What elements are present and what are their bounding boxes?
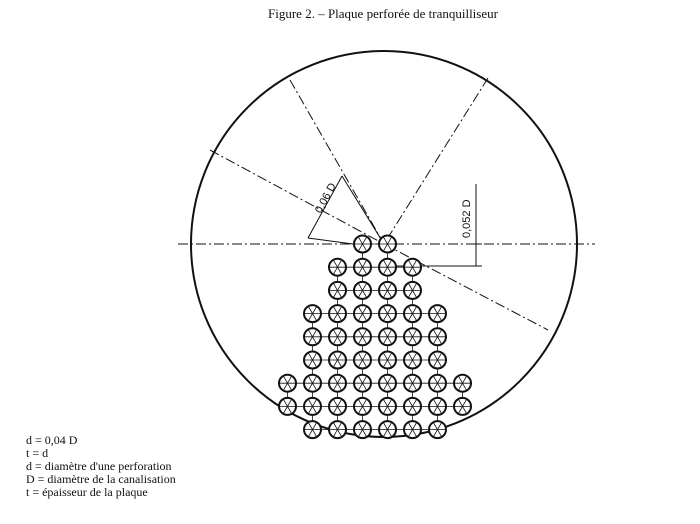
perforation-hole: [428, 420, 447, 440]
perforation-hole: [353, 396, 372, 416]
perforation-hole: [403, 396, 422, 416]
perforation-hole: [328, 327, 347, 347]
perforation-hole: [303, 350, 322, 370]
perforation-hole: [303, 304, 322, 324]
perforation-hole: [403, 350, 422, 370]
perforation-hole: [303, 373, 322, 393]
perforation-hole: [403, 280, 422, 300]
perforation-hole: [428, 327, 447, 347]
perforation-hole: [403, 373, 422, 393]
perforation-hole: [378, 396, 397, 416]
figure-caption: Figure 2. – Plaque perforée de tranquill…: [268, 6, 498, 21]
radial-line-upper-left: [209, 149, 385, 245]
radial-extension-line-b: [341, 175, 385, 245]
legend-line: D = diamètre de la canalisation: [26, 472, 176, 486]
perforation-hole: [403, 304, 422, 324]
perforation-hole: [378, 234, 397, 254]
perforation-hole: [453, 373, 472, 393]
perforation-hole: [353, 304, 372, 324]
perforation-hole: [328, 396, 347, 416]
perforation-hole: [428, 373, 447, 393]
perforation-hole: [353, 373, 372, 393]
perforation-hole: [453, 396, 472, 416]
perforation-hole: [353, 234, 372, 254]
perforation-hole: [278, 396, 297, 416]
radial-line-lower-right: [383, 243, 549, 331]
perforation-hole: [378, 350, 397, 370]
perforation-hole: [278, 373, 297, 393]
perforation-hole: [328, 350, 347, 370]
legend-line: t = d: [26, 446, 49, 460]
perforation-hole: [428, 304, 447, 324]
radial-dimension-line: [307, 175, 343, 239]
legend-line: d = 0,04 D: [26, 433, 78, 447]
radial-line-upper-right: [383, 77, 489, 245]
vertical-dimension-label: 0,052 D: [461, 199, 473, 238]
legend-line: d = diamètre d'une perforation: [26, 459, 172, 473]
perforation-hole: [303, 420, 322, 440]
perforation-hole: [353, 280, 372, 300]
perforation-hole: [328, 373, 347, 393]
radial-line-upper-left-steep: [289, 79, 385, 245]
perforation-hole: [378, 280, 397, 300]
perforation-hole: [303, 396, 322, 416]
perforation-hole: [353, 420, 372, 440]
perforation-hole: [378, 420, 397, 440]
perforation-hole: [378, 304, 397, 324]
perforation-hole: [403, 257, 422, 277]
perforation-pattern: [278, 234, 472, 440]
perforation-hole: [353, 327, 372, 347]
perforation-hole: [353, 257, 372, 277]
perforation-hole: [403, 327, 422, 347]
perforation-hole: [378, 327, 397, 347]
legend-line: t = épaisseur de la plaque: [26, 485, 148, 499]
perforation-hole: [353, 350, 372, 370]
perforation-hole: [328, 304, 347, 324]
perforation-hole: [378, 373, 397, 393]
legend: d = 0,04 D t = d d = diamètre d'une perf…: [26, 434, 176, 499]
perforation-hole: [328, 280, 347, 300]
perforation-hole: [403, 420, 422, 440]
perforation-hole: [328, 420, 347, 440]
perforation-hole: [303, 327, 322, 347]
perforation-hole: [428, 350, 447, 370]
radial-dimension-label: 0,06 D: [313, 181, 339, 215]
perforation-hole: [428, 396, 447, 416]
perforation-hole: [328, 257, 347, 277]
perforation-hole: [378, 257, 397, 277]
